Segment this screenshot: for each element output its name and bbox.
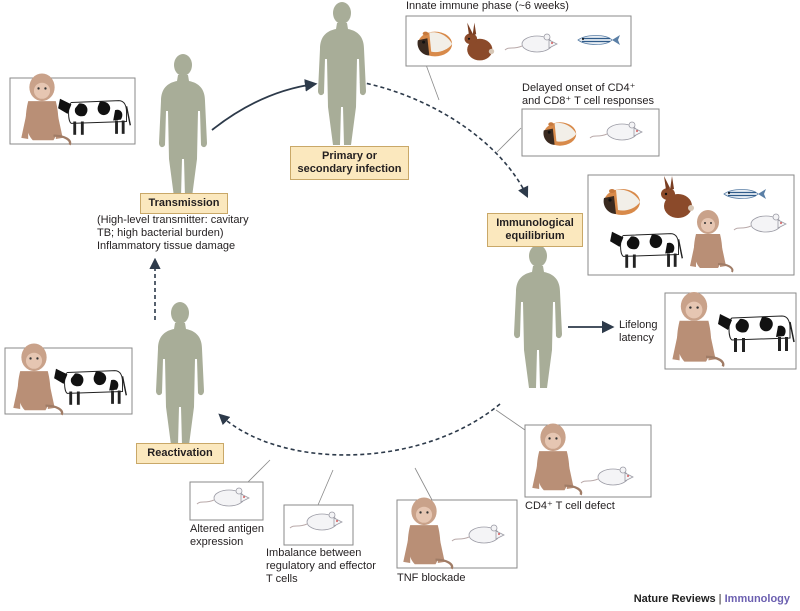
caption-transmission-line3: Inflammatory tissue damage [97, 240, 236, 252]
human-figure-reactivation [156, 302, 204, 445]
connector-altered [244, 459, 271, 486]
caption-imbalance-line1: Imbalance between [266, 547, 362, 559]
tag-reactivation: Reactivation [136, 443, 224, 464]
caption-lifelong-line2: latency [619, 332, 654, 344]
arrow-infection-to-equilibrium [359, 81, 529, 199]
connector-delayed [496, 127, 522, 153]
tag-immunological-equilibrium: Immunological equilibrium [487, 213, 583, 247]
tag-transmission: Transmission [140, 193, 228, 214]
connector-innate [424, 61, 440, 101]
connector-cd4 [495, 409, 526, 431]
connector-imbalance [317, 469, 334, 506]
arrow-transmission-to-infection [211, 79, 318, 131]
caption-innate-phase: Innate immune phase (~6 weeks) [406, 0, 569, 12]
caption-transmission-line2: TB; high bacterial burden) [97, 227, 224, 239]
caption-altered-line2: expression [190, 536, 244, 548]
caption-cd4-defect: CD4⁺ T cell defect [525, 500, 615, 512]
human-figure-infection [318, 2, 366, 145]
caption-imbalance-line2: regulatory and effector [266, 560, 376, 572]
journal-section: Immunology [724, 593, 790, 605]
caption-imbalance-line3: T cells [266, 573, 298, 585]
connector-tnf [414, 467, 433, 501]
journal-name: Nature Reviews [633, 593, 716, 605]
caption-lifelong-line1: Lifelong [619, 319, 658, 331]
caption-transmission-line1: (High-level transmitter: cavitary [97, 214, 249, 226]
caption-delayed-onset-line1: Delayed onset of CD4⁺ [522, 82, 636, 94]
human-figure-transmission [159, 54, 207, 197]
journal-credit: Nature Reviews | Immunology [634, 593, 790, 605]
journal-separator: | [715, 593, 725, 605]
caption-altered-line1: Altered antigen [190, 523, 264, 535]
caption-delayed-onset-line2: and CD8⁺ T cell responses [522, 95, 654, 107]
arrow-latency-to-reactivation [218, 403, 501, 456]
tag-primary-infection: Primary or secondary infection [290, 146, 409, 180]
caption-tnf-blockade: TNF blockade [397, 572, 466, 584]
human-figure-equilibrium [514, 245, 562, 388]
